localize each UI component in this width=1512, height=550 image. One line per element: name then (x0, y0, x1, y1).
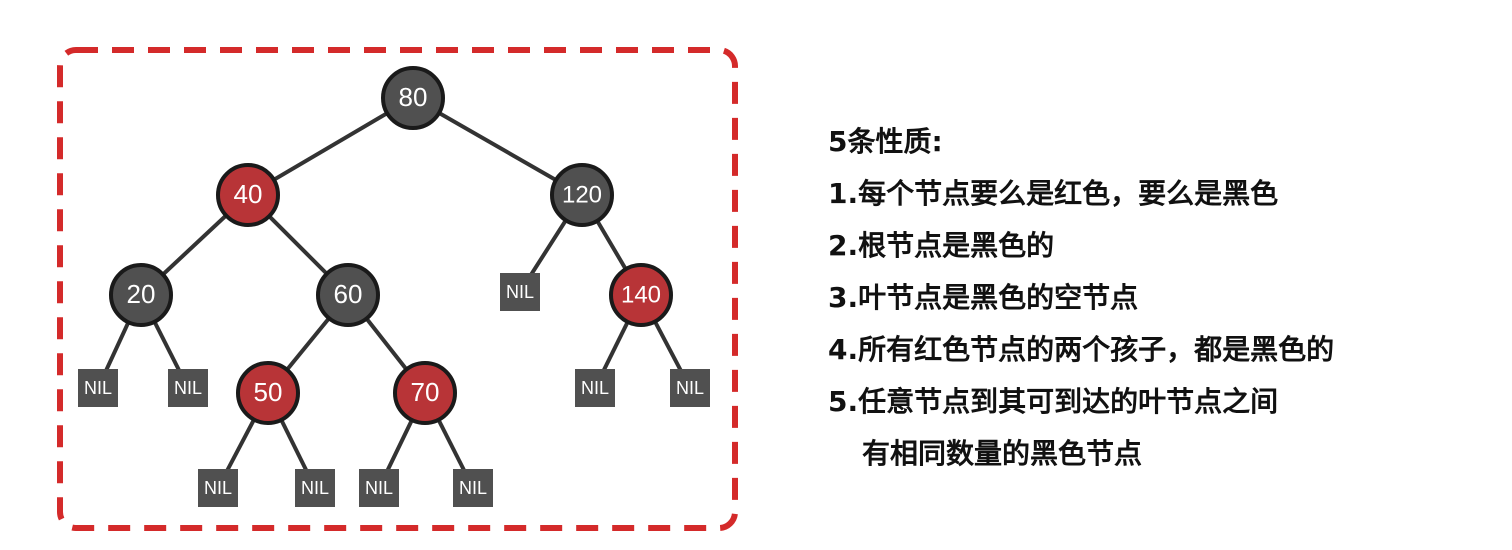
rule-item-1: 1.每个节点要么是红色，要么是黑色 (828, 177, 1279, 210)
rule-item-5: 5.任意节点到其可到达的叶节点之间 (828, 385, 1279, 418)
node-label: NIL (459, 478, 487, 498)
black-tree-node: 20 (109, 263, 173, 327)
nil-leaf-node: NIL (78, 369, 118, 407)
node-label: NIL (506, 282, 534, 302)
node-label: 80 (399, 82, 428, 112)
black-tree-node: 120 (550, 163, 614, 227)
nil-leaf-box (670, 369, 710, 407)
node-label: 70 (411, 377, 440, 407)
rule-item-2: 2.根节点是黑色的 (828, 229, 1055, 262)
nil-leaf-box (453, 469, 493, 507)
tree-edge (412, 96, 583, 197)
nil-leaf-node: NIL (168, 369, 208, 407)
nil-leaf-node: NIL (500, 273, 540, 311)
rules-list: 5条性质: 1.每个节点要么是红色，要么是黑色 2.根节点是黑色的 3.叶节点是… (828, 116, 1334, 480)
node-label: 60 (334, 279, 363, 309)
tree-node-circle (550, 163, 614, 227)
tree-node-circle (109, 263, 173, 327)
red-tree-node: 50 (236, 361, 300, 425)
node-label: 140 (621, 281, 661, 308)
rules-title: 5条性质: (828, 125, 943, 158)
node-label: 50 (254, 377, 283, 407)
red-tree-node: 70 (393, 361, 457, 425)
tree-node-circle (236, 361, 300, 425)
node-label: NIL (84, 378, 112, 398)
tree-node-circle (316, 263, 380, 327)
nil-leaf-box (359, 469, 399, 507)
nil-leaf-box (295, 469, 335, 507)
node-label: NIL (204, 478, 232, 498)
node-label: 40 (234, 179, 263, 209)
node-label: NIL (174, 378, 202, 398)
nil-leaf-node: NIL (359, 469, 399, 507)
node-label: NIL (581, 378, 609, 398)
tree-node-circle (216, 163, 280, 227)
tree-edges (96, 96, 692, 489)
node-label: 120 (562, 181, 602, 208)
nil-leaf-box (168, 369, 208, 407)
dashed-frame (57, 47, 738, 531)
nil-leaf-node: NIL (198, 469, 238, 507)
rule-item-3: 3.叶节点是黑色的空节点 (828, 281, 1139, 314)
tree-node-circle (609, 263, 673, 327)
nil-leaf-node: NIL (670, 369, 710, 407)
nil-leaf-box (78, 369, 118, 407)
node-label: NIL (676, 378, 704, 398)
nil-leaf-box (575, 369, 615, 407)
nil-leaf-box (198, 469, 238, 507)
rule-item-4: 4.所有红色节点的两个孩子，都是黑色的 (828, 333, 1335, 366)
nil-leaf-node: NIL (453, 469, 493, 507)
node-label: NIL (301, 478, 329, 498)
rule-item-5-continuation: 有相同数量的黑色节点 (862, 437, 1143, 470)
nil-leaf-node: NIL (575, 369, 615, 407)
tree-node-circle (393, 361, 457, 425)
nil-leaf-box (500, 273, 540, 311)
node-label: 20 (127, 279, 156, 309)
nil-leaf-node: NIL (295, 469, 335, 507)
node-label: NIL (365, 478, 393, 498)
black-tree-node: 80 (381, 66, 445, 130)
red-tree-node: 140 (609, 263, 673, 327)
black-tree-node: 60 (316, 263, 380, 327)
red-tree-node: 40 (216, 163, 280, 227)
tree-node-circle (381, 66, 445, 130)
